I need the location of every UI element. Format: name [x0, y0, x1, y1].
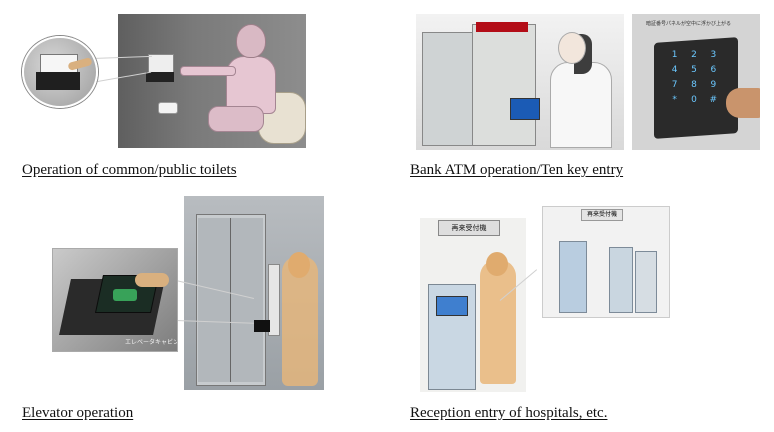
elevator-door-left [198, 218, 231, 382]
elevator-user-head [288, 252, 310, 278]
caption-atm: Bank ATM operation/Ten key entry [410, 162, 624, 178]
atm-keypad-grid: 1 2 3 4 5 6 7 8 9 * 0 # [668, 50, 720, 105]
hospital-user-body [480, 260, 516, 384]
elevator-illustration [184, 196, 324, 390]
keypad-key: * [672, 95, 677, 105]
atm-illustration [416, 14, 624, 150]
atm-user-body [550, 62, 612, 148]
keypad-key: 7 [671, 80, 678, 90]
hospital-reception-sign: 再来受付機 [438, 220, 500, 236]
keypad-key: 3 [710, 50, 717, 60]
elevator-closeup: エレベータキャビン内 [52, 248, 178, 352]
atm-machine-left [422, 32, 474, 146]
atm-keypad-header: 暗証番号パネルが空中に浮かび上がる [646, 21, 732, 27]
elevator-door-right [231, 218, 263, 382]
keypad-key: 4 [671, 65, 678, 75]
elevator-button-panel [268, 264, 280, 336]
keypad-key: 1 [671, 50, 678, 60]
keypad-key: 8 [691, 80, 697, 90]
toilet-wall-button-panel [148, 54, 174, 74]
keypad-key: 2 [691, 50, 697, 60]
keypad-key: 0 [691, 95, 697, 105]
seated-person-head [236, 24, 266, 58]
keypad-key: 6 [710, 65, 717, 75]
seated-person-body [226, 56, 276, 114]
atm-keypad-photo: 暗証番号パネルが空中に浮かび上がる 1 2 3 4 5 6 7 8 9 * 0 … [632, 14, 760, 150]
elevator-closeup-label: エレベータキャビン内 [125, 339, 177, 346]
hospital-user-head [486, 252, 508, 276]
caption-elevator: Elevator operation [22, 405, 134, 421]
keypad-key: 5 [691, 65, 697, 75]
hospital-illustration: 再来受付機 [420, 218, 526, 392]
atm-sign-red [476, 22, 528, 32]
caption-toilets: Operation of common/public toilets [22, 162, 237, 178]
keypad-key: # [709, 95, 718, 105]
hospital-kiosk-screen [436, 296, 468, 316]
elevator-closeup-glow [113, 289, 137, 301]
elevator-aerial-sensor [254, 320, 270, 332]
hospital-kiosk-photo: 再来受付機 [542, 206, 670, 318]
toilet-illustration [118, 14, 306, 148]
toilet-closeup-inset [22, 36, 98, 108]
keypad-key: 9 [710, 80, 717, 90]
hospital-photo-sign: 再来受付機 [581, 209, 623, 221]
hospital-photo-kiosk [635, 251, 657, 313]
atm-hand [726, 88, 760, 118]
closeup-sensor-box [36, 72, 80, 90]
hospital-photo-kiosk [559, 241, 587, 313]
caption-hospital: Reception entry of hospitals, etc. [410, 405, 608, 421]
seated-person-legs [208, 106, 264, 132]
atm-screen [510, 98, 540, 120]
hospital-photo-kiosk [609, 247, 633, 313]
toilet-paper-holder [158, 102, 178, 114]
seated-person-arm [180, 66, 236, 76]
elevator-closeup-finger [135, 273, 169, 287]
atm-user-head [558, 32, 586, 64]
toilet-aerial-sensor [146, 72, 174, 82]
atm-machine-center [472, 24, 536, 146]
